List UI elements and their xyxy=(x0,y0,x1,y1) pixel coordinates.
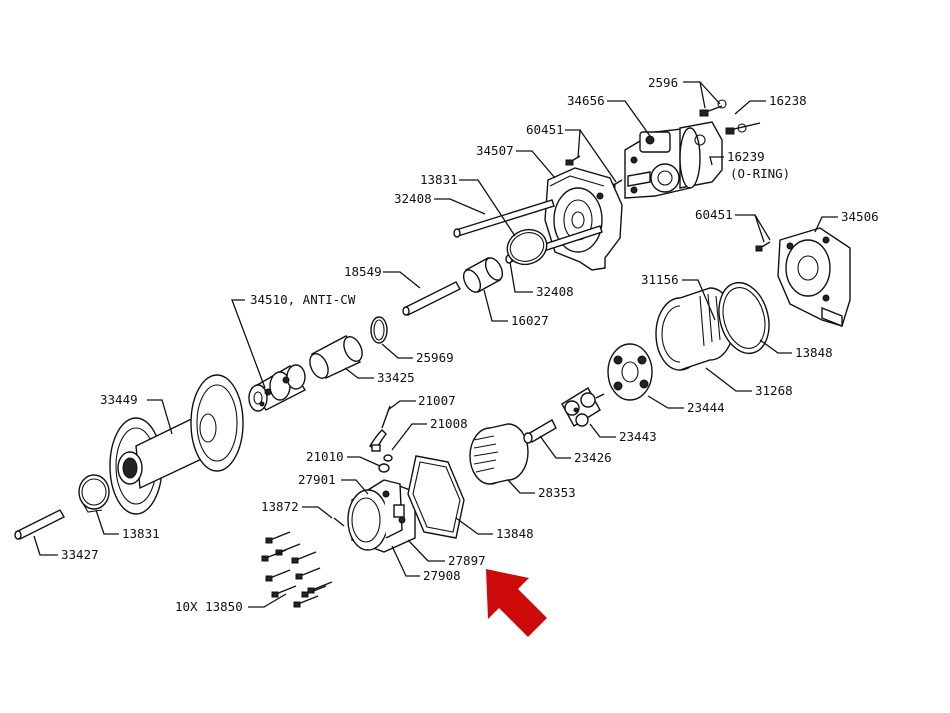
label-13872: 13872 xyxy=(261,499,299,514)
tie-rod-32408-top xyxy=(453,199,555,238)
label-13850: 10X 13850 xyxy=(175,599,243,614)
brake-sleeve-33425 xyxy=(309,335,363,379)
label-18549: 18549 xyxy=(344,264,382,279)
label-o-ring: (O-RING) xyxy=(730,166,790,181)
label-23426: 23426 xyxy=(574,450,612,465)
breather-fitting-21007 xyxy=(369,405,391,452)
label-21007: 21007 xyxy=(418,393,456,408)
rod-33427 xyxy=(14,509,65,540)
leader-lines xyxy=(33,81,838,608)
label-33425: 33425 xyxy=(377,370,415,385)
planet-carrier-23443 xyxy=(561,387,605,427)
label-16027: 16027 xyxy=(511,313,549,328)
o-ring-13831-top xyxy=(506,228,548,266)
label-27901: 27901 xyxy=(298,472,336,487)
label-16239: 16239 xyxy=(727,149,765,164)
gasket-13848-bottom xyxy=(407,455,465,539)
label-34656: 34656 xyxy=(567,93,605,108)
label-23444: 23444 xyxy=(687,400,725,415)
ring-gear-31268 xyxy=(655,287,735,371)
ring-gear-28353 xyxy=(469,423,529,485)
label-16238: 16238 xyxy=(769,93,807,108)
label-60451-right: 60451 xyxy=(695,207,733,222)
bushing-13831-bottom xyxy=(78,474,110,513)
label-13848-right: 13848 xyxy=(795,345,833,360)
label-27908: 27908 xyxy=(423,568,461,583)
end-housing-34506 xyxy=(777,227,851,328)
label-2596: 2596 xyxy=(648,75,678,90)
label-34510: 34510, ANTI-CW xyxy=(250,292,356,307)
label-34506: 34506 xyxy=(841,209,879,224)
snap-ring-25969 xyxy=(370,316,388,344)
bolts-13850 xyxy=(261,531,333,608)
brake-34510 xyxy=(248,364,306,412)
label-28353: 28353 xyxy=(538,485,576,500)
label-27897: 27897 xyxy=(448,553,486,568)
housing-27908 xyxy=(347,479,416,553)
washer-21008 xyxy=(383,454,393,462)
arrow-icon xyxy=(486,569,547,637)
label-32408-bottom: 32408 xyxy=(536,284,574,299)
label-13831-bottom: 13831 xyxy=(122,526,160,541)
label-32408-top: 32408 xyxy=(394,191,432,206)
label-13831-top: 13831 xyxy=(420,172,458,187)
plug-21010 xyxy=(378,463,390,473)
hydraulic-motor xyxy=(624,121,723,199)
motor-bolts xyxy=(699,99,761,135)
planet-carrier-23444 xyxy=(607,343,653,401)
part-labels: 2596 16238 34656 60451 34507 16239 (O-RI… xyxy=(61,75,879,614)
label-23443: 23443 xyxy=(619,429,657,444)
label-13848-bottom: 13848 xyxy=(496,526,534,541)
label-33427: 33427 xyxy=(61,547,99,562)
gasket-13848-right xyxy=(718,281,770,355)
label-33449: 33449 xyxy=(100,392,138,407)
drum-33449 xyxy=(109,374,244,515)
motor-mount-end xyxy=(544,167,623,271)
label-21008: 21008 xyxy=(430,416,468,431)
label-31156: 31156 xyxy=(641,272,679,287)
bushing-16027 xyxy=(462,257,504,293)
label-25969: 25969 xyxy=(416,350,454,365)
label-21010: 21010 xyxy=(306,449,344,464)
label-34507: 34507 xyxy=(476,143,514,158)
screw-13872 xyxy=(333,517,345,527)
sun-gear-23426 xyxy=(523,419,557,444)
label-31268: 31268 xyxy=(755,383,793,398)
shaft-18549 xyxy=(402,281,461,316)
screws-60451-right xyxy=(755,241,771,252)
label-60451-top: 60451 xyxy=(526,122,564,137)
